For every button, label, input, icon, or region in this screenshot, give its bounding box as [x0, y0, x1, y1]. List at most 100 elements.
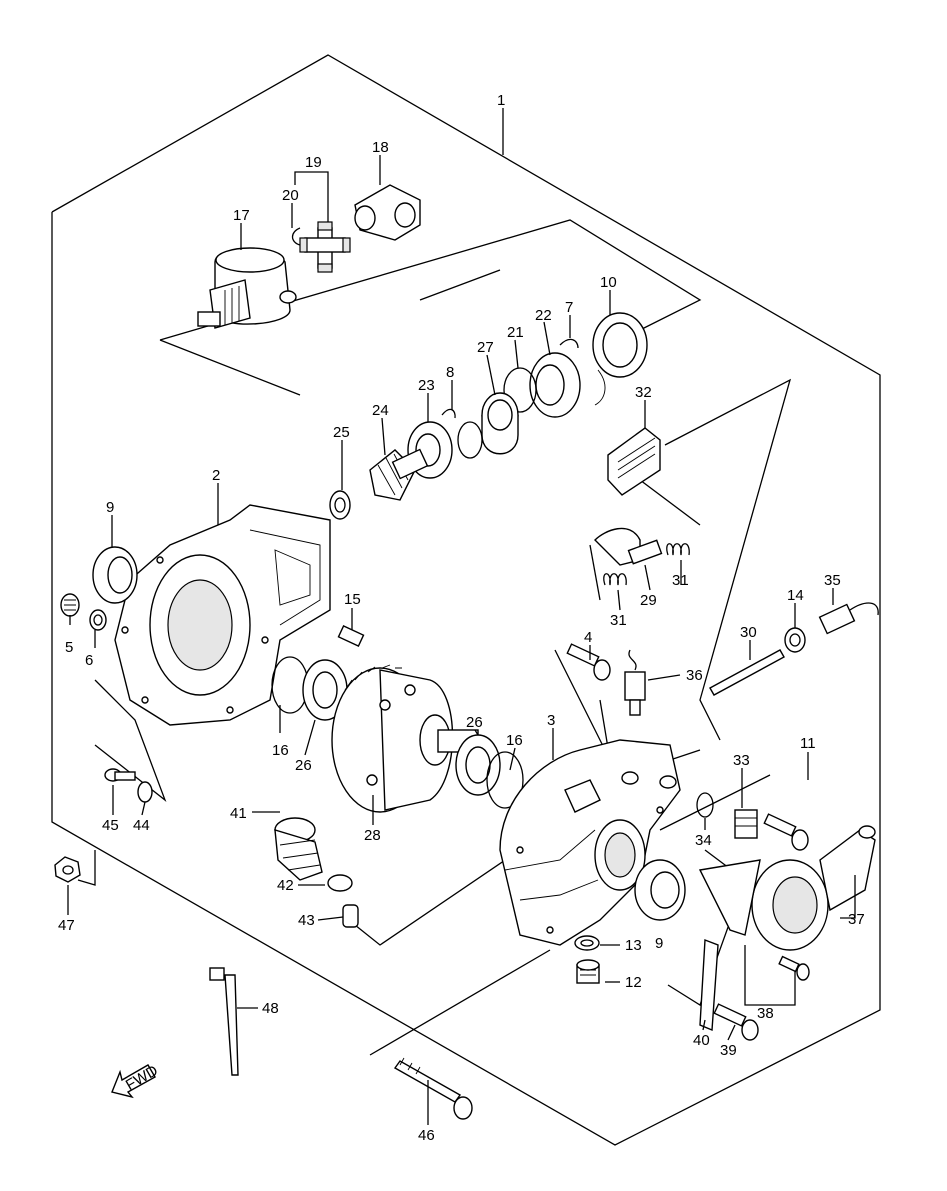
- part-15-pin: [337, 624, 365, 648]
- callout-40: 40: [693, 1032, 710, 1049]
- part-37-actuator: [698, 825, 876, 951]
- callout-31-left: 31: [610, 612, 627, 629]
- callout-7: 7: [565, 299, 573, 316]
- callout-24: 24: [372, 402, 389, 419]
- callout-35: 35: [824, 572, 841, 589]
- callout-26-right: 26: [466, 714, 483, 731]
- callout-27: 27: [477, 339, 494, 356]
- part-36-switch: [624, 649, 646, 716]
- callout-45: 45: [102, 817, 119, 834]
- callout-14: 14: [787, 587, 804, 604]
- callout-9-lower: 9: [655, 935, 663, 952]
- callout-5: 5: [65, 639, 73, 656]
- part-21-snap-ring: [503, 367, 537, 413]
- part-35-sensor: [818, 602, 879, 635]
- part-46-long-bolt: [393, 1057, 473, 1120]
- part-17-flange: [197, 247, 297, 329]
- part-2-housing: [114, 504, 331, 726]
- part-24-drive-pinion: [369, 448, 429, 501]
- part-43-pin: [342, 904, 359, 928]
- part-31-spring-right: [666, 543, 690, 556]
- lower-boundary: [77, 679, 796, 1056]
- part-8-shim: [441, 408, 456, 419]
- callout-33: 33: [733, 752, 750, 769]
- part-26-bearing-left: [302, 659, 348, 721]
- callout-numbers: 1 2 3 4 5 6 7 8 9 9 10 11 12 13 14 15 16…: [58, 92, 865, 1144]
- callout-16-right: 16: [506, 732, 523, 749]
- part-25-pilot-bearing: [329, 490, 351, 520]
- pinion-subassembly-boundary: [159, 219, 702, 396]
- callout-20: 20: [282, 187, 299, 204]
- callout-8: 8: [446, 364, 454, 381]
- part-9-seal-upper: [92, 546, 138, 604]
- callout-3: 3: [547, 712, 555, 729]
- part-30-rod: [709, 649, 785, 696]
- part-48-wire-tie: [209, 967, 239, 1076]
- shift-subassembly-boundary: [554, 378, 792, 761]
- callout-21: 21: [507, 324, 524, 341]
- part-11-bolt: [763, 813, 809, 851]
- part-13-washer: [574, 935, 600, 951]
- fwd-label: FWD: [123, 1062, 161, 1094]
- callout-36: 36: [686, 667, 703, 684]
- part-18-yoke: [354, 184, 421, 241]
- part-14-seal: [784, 627, 806, 653]
- callout-43: 43: [298, 912, 315, 929]
- callout-38: 38: [757, 1005, 774, 1022]
- part-3-carrier: [499, 739, 681, 946]
- part-6-gasket: [89, 609, 107, 631]
- callout-18: 18: [372, 139, 389, 156]
- part-20-clip: [291, 227, 301, 246]
- callout-12: 12: [625, 974, 642, 991]
- part-7-circlip: [559, 338, 579, 349]
- callout-1: 1: [497, 92, 505, 109]
- callout-6: 6: [85, 652, 93, 669]
- part-19-spider: [299, 221, 351, 273]
- callout-16-left: 16: [272, 742, 289, 759]
- callout-28: 28: [364, 827, 381, 844]
- callout-17: 17: [233, 207, 250, 224]
- part-28-differential: [331, 664, 479, 813]
- callout-30: 30: [740, 624, 757, 641]
- callout-2: 2: [212, 467, 220, 484]
- assembly-boundary: [51, 54, 881, 1146]
- callout-46: 46: [418, 1127, 435, 1144]
- callout-42: 42: [277, 877, 294, 894]
- callout-48: 48: [262, 1000, 279, 1017]
- part-4-bolt: [566, 643, 611, 681]
- part-22-bearing: [529, 352, 606, 418]
- callout-22: 22: [535, 307, 552, 324]
- fwd-arrow-icon: FWD: [111, 1062, 161, 1099]
- callout-32: 32: [635, 384, 652, 401]
- callout-37: 37: [848, 911, 865, 928]
- part-12-drain-plug: [576, 959, 600, 984]
- part-16-shim-right: [486, 751, 524, 809]
- callout-25: 25: [333, 424, 350, 441]
- callout-39: 39: [720, 1042, 737, 1059]
- part-10-oil-seal: [592, 312, 648, 378]
- callout-31-right: 31: [672, 572, 689, 589]
- callout-11: 11: [800, 735, 816, 752]
- callout-26-left: 26: [295, 757, 312, 774]
- callout-19: 19: [305, 154, 322, 171]
- part-9-seal-lower: [634, 859, 686, 921]
- part-45-bolt: [104, 768, 136, 782]
- part-40-bracket: [699, 939, 719, 1032]
- callout-15: 15: [344, 591, 361, 608]
- part-33-connector: [734, 809, 758, 839]
- part-38-screw: [778, 955, 810, 981]
- part-34-o-ring: [696, 792, 714, 818]
- callout-34: 34: [695, 832, 712, 849]
- part-27-spacer: [481, 392, 519, 455]
- callout-10: 10: [600, 274, 617, 291]
- callout-9-upper: 9: [106, 499, 114, 516]
- part-39-bolt: [713, 1003, 759, 1041]
- callout-13: 13: [625, 937, 642, 954]
- callout-41: 41: [230, 805, 247, 822]
- part-41-boot: [274, 817, 323, 881]
- part-26-bearing-right: [455, 734, 501, 796]
- callout-44: 44: [133, 817, 150, 834]
- callout-47: 47: [58, 917, 75, 934]
